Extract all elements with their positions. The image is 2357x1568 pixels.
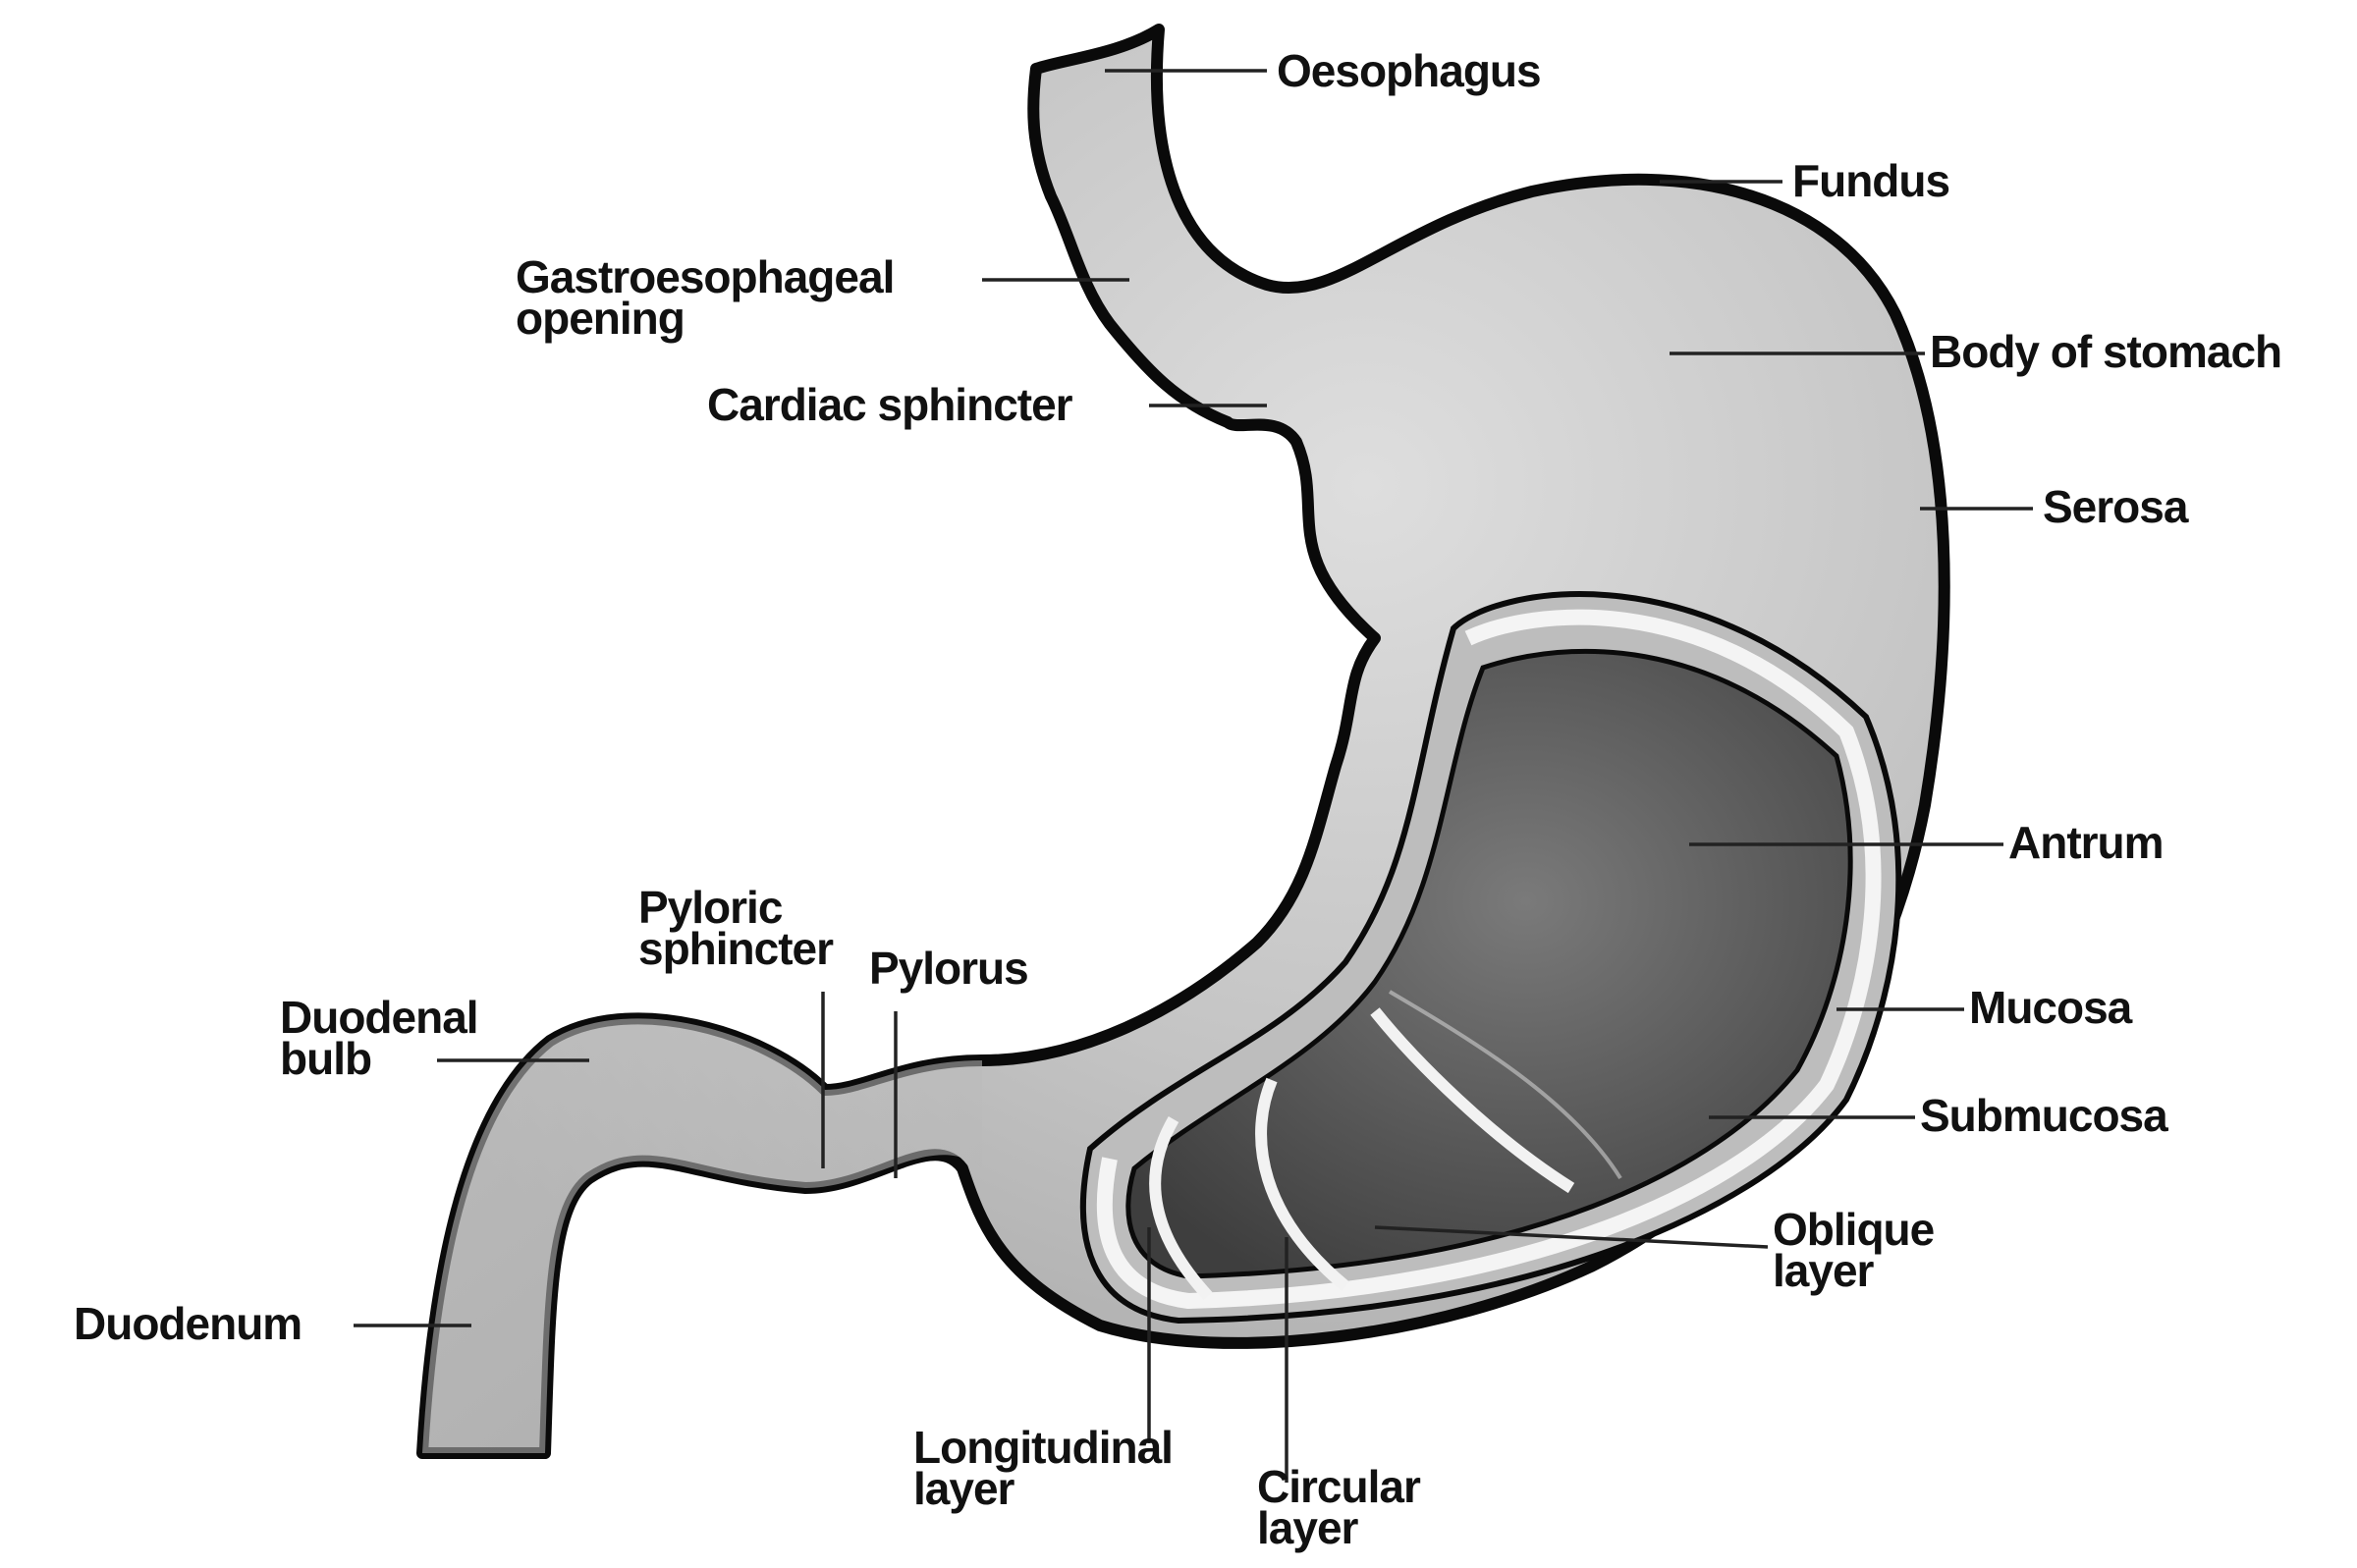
- label-longitudinal-layer-line1: Longitudinal: [913, 1422, 1173, 1473]
- label-duodenal-bulb-line1: Duodenal: [280, 992, 478, 1043]
- oblique-layer-line: [1370, 1007, 1575, 1194]
- label-oesophagus: Oesophagus: [1277, 45, 1541, 96]
- label-pylorus: Pylorus: [869, 943, 1028, 994]
- label-duodenum: Duodenum: [74, 1298, 301, 1349]
- stomach-wall-cutaway: [1079, 591, 1902, 1325]
- label-antrum: Antrum: [2008, 817, 2164, 868]
- label-gastroesophageal-line1: Gastroesophageal: [516, 251, 894, 302]
- labels: Oesophagus Fundus Gastroesophageal openi…: [74, 45, 2282, 1553]
- label-oblique-layer-line2: layer: [1773, 1245, 1875, 1296]
- label-circular-layer-line1: Circular: [1257, 1461, 1421, 1512]
- leader-lines: [354, 69, 2033, 1483]
- label-duodenal-bulb-line2: bulb: [280, 1033, 371, 1084]
- duodenum-shape: [422, 1018, 982, 1453]
- label-serosa: Serosa: [2043, 481, 2189, 532]
- label-cardiac-sphincter: Cardiac sphincter: [707, 379, 1073, 430]
- label-submucosa: Submucosa: [1920, 1090, 2168, 1141]
- label-gastroesophageal-line2: opening: [516, 293, 685, 344]
- mucosa-cavity: [1125, 648, 1853, 1279]
- label-longitudinal-layer-line2: layer: [913, 1463, 1015, 1514]
- circular-layer-line: [1255, 1077, 1349, 1291]
- label-mucosa: Mucosa: [1969, 982, 2133, 1033]
- leader-oblique-layer: [1374, 1225, 1769, 1249]
- label-body-of-stomach: Body of stomach: [1930, 326, 2281, 377]
- label-pyloric-sphincter-line1: Pyloric: [638, 882, 783, 933]
- oblique-layer-line-2: [1388, 990, 1622, 1180]
- submucosa-highlight: [1096, 609, 1882, 1310]
- label-fundus: Fundus: [1792, 155, 1949, 206]
- longitudinal-layer-line: [1149, 1115, 1213, 1301]
- label-pyloric-sphincter-line2: sphincter: [638, 923, 834, 974]
- label-circular-layer-line2: layer: [1257, 1502, 1359, 1553]
- label-oblique-layer-line1: Oblique: [1773, 1204, 1935, 1255]
